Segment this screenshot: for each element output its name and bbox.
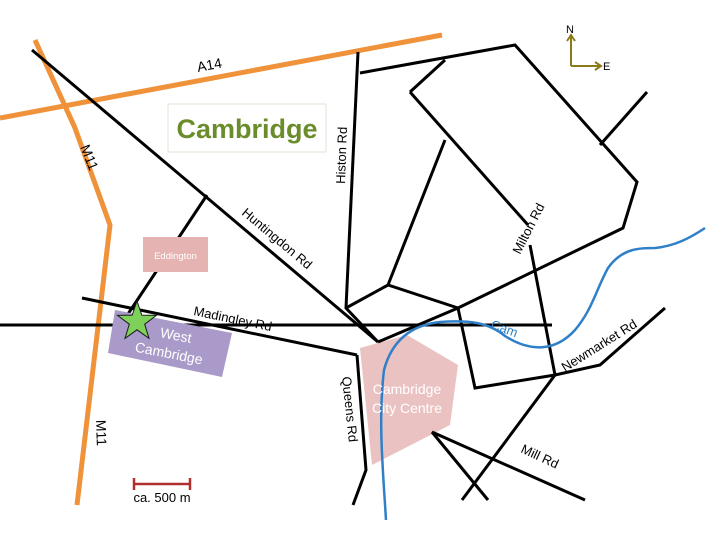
queens-road-label: Queens Rd [339,376,361,443]
m11-label-south: M11 [93,420,110,447]
south-road [430,431,490,501]
river-cam [379,226,706,521]
a14-road [0,32,443,121]
west-cambridge-label-1: West [159,324,193,346]
compass-east-arrow [594,61,603,71]
milton-road [359,43,639,344]
title-box [167,103,327,153]
road-network [0,43,666,506]
motorways [0,32,443,506]
compass-north-label: N [566,24,574,36]
a14-label: A14 [196,55,224,75]
histon-road-label: Histon Rd [333,127,350,185]
eddington-label: Eddington [154,251,197,262]
map-title: Cambridge [167,103,327,153]
scale-label: ca. 500 m [133,490,190,505]
east-road-b [528,244,557,376]
compass [566,33,603,71]
compass-east-label: E [603,61,610,73]
scale-bar [132,478,192,490]
star-icon [116,299,158,340]
eddington-area: Eddington [143,237,208,272]
mill-road-label: Mill Rd [519,441,561,471]
huntingdon-road-label: Huntingdon Rd [239,205,315,272]
queens-road [351,354,368,506]
m11-label-north: M11 [77,142,102,172]
m11-road [32,38,113,506]
city-centre-label-2: City Centre [372,400,442,416]
north-road-b [386,139,447,286]
north-road-a [408,91,530,226]
north-road-d [408,58,447,94]
south-east-road [460,374,557,501]
eddington-box [143,237,208,272]
east-road-a [456,307,556,390]
mill-road [431,430,586,502]
city-centre-label-1: Cambridge [373,381,442,397]
title-text: Cambridge [176,114,317,144]
compass-north-arrow [566,33,576,42]
newmarket-road [554,306,666,377]
north-road-c [345,283,459,310]
north-road-e [598,91,649,146]
